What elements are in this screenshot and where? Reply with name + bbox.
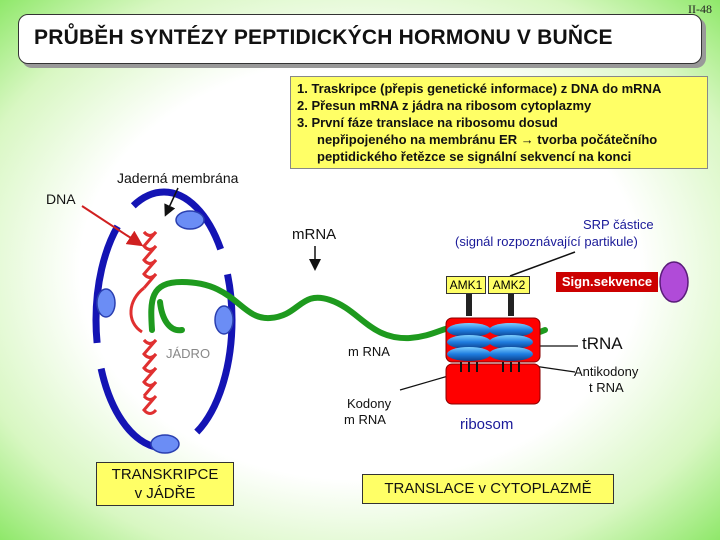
- transcription-box: TRANSKRIPCE v JÁDŘE: [96, 462, 234, 506]
- ribosome-small-subunit: [445, 363, 541, 405]
- signal-sequence-box: Sign.sekvence: [556, 272, 658, 292]
- step-3-cont-2: peptidického řetězce se signální sekvenc…: [317, 149, 632, 164]
- label-trna: tRNA: [582, 334, 623, 353]
- steps-list: 1. Traskripce (přepis genetické informac…: [297, 80, 661, 165]
- steps-box: [290, 76, 708, 169]
- amk1-box: AMK1: [446, 276, 486, 294]
- step-2: 2. Přesun mRNA z jádra na ribosom cytopl…: [297, 98, 592, 113]
- slide-number: II-48: [688, 2, 712, 16]
- pointer-srp: [509, 251, 576, 277]
- dna-helix: [129, 230, 158, 415]
- transcription-line-2: v JÁDŘE: [134, 485, 196, 502]
- pointer-membrane: [164, 187, 179, 217]
- title-box: [18, 14, 702, 64]
- label-nuclear-membrane: Jaderná membrána: [117, 170, 239, 186]
- label-dna: DNA: [46, 191, 76, 207]
- step-3: 3. První fáze translace na ribosomu dosu…: [297, 115, 558, 130]
- label-nucleus: JÁDRO: [166, 346, 211, 361]
- trna-1: [447, 294, 491, 372]
- step-3-cont-1: nepřipojeného na membránu ER → tvorba po…: [317, 132, 658, 147]
- label-mrna-top: mRNA: [292, 226, 337, 243]
- nuclear-pore-right: [214, 305, 234, 335]
- label-srp-1: SRP částice: [583, 217, 654, 232]
- label-codons-1: Kodony: [347, 396, 392, 411]
- nuclear-pore-bottom: [150, 434, 180, 454]
- trna-2: [489, 294, 533, 372]
- page-title: PRŮBĚH SYNTÉZY PEPTIDICKÝCH HORMONU V BU…: [34, 26, 613, 49]
- pointer-dna: [81, 205, 144, 247]
- nuclear-pore-top: [175, 210, 205, 230]
- step-1: 1. Traskripce (přepis genetické informac…: [297, 81, 662, 96]
- label-ribosome: ribosom: [460, 416, 514, 433]
- label-srp-2: (signál rozpoznávající partikule): [455, 234, 638, 249]
- transcription-line-1: TRANSKRIPCE: [111, 466, 219, 483]
- translation-box: TRANSLACE v CYTOPLAZMĚ: [362, 474, 614, 504]
- mrna-strand-inner: [157, 299, 185, 334]
- label-anticodons-2: t RNA: [589, 380, 624, 395]
- srp-particle: [659, 261, 689, 303]
- label-anticodons-1: Antikodony: [574, 364, 639, 379]
- label-mrna-mid: m RNA: [348, 344, 390, 359]
- label-codons-2: m RNA: [344, 412, 386, 427]
- nuclear-pore-left: [96, 288, 116, 318]
- amk2-box: AMK2: [488, 276, 530, 294]
